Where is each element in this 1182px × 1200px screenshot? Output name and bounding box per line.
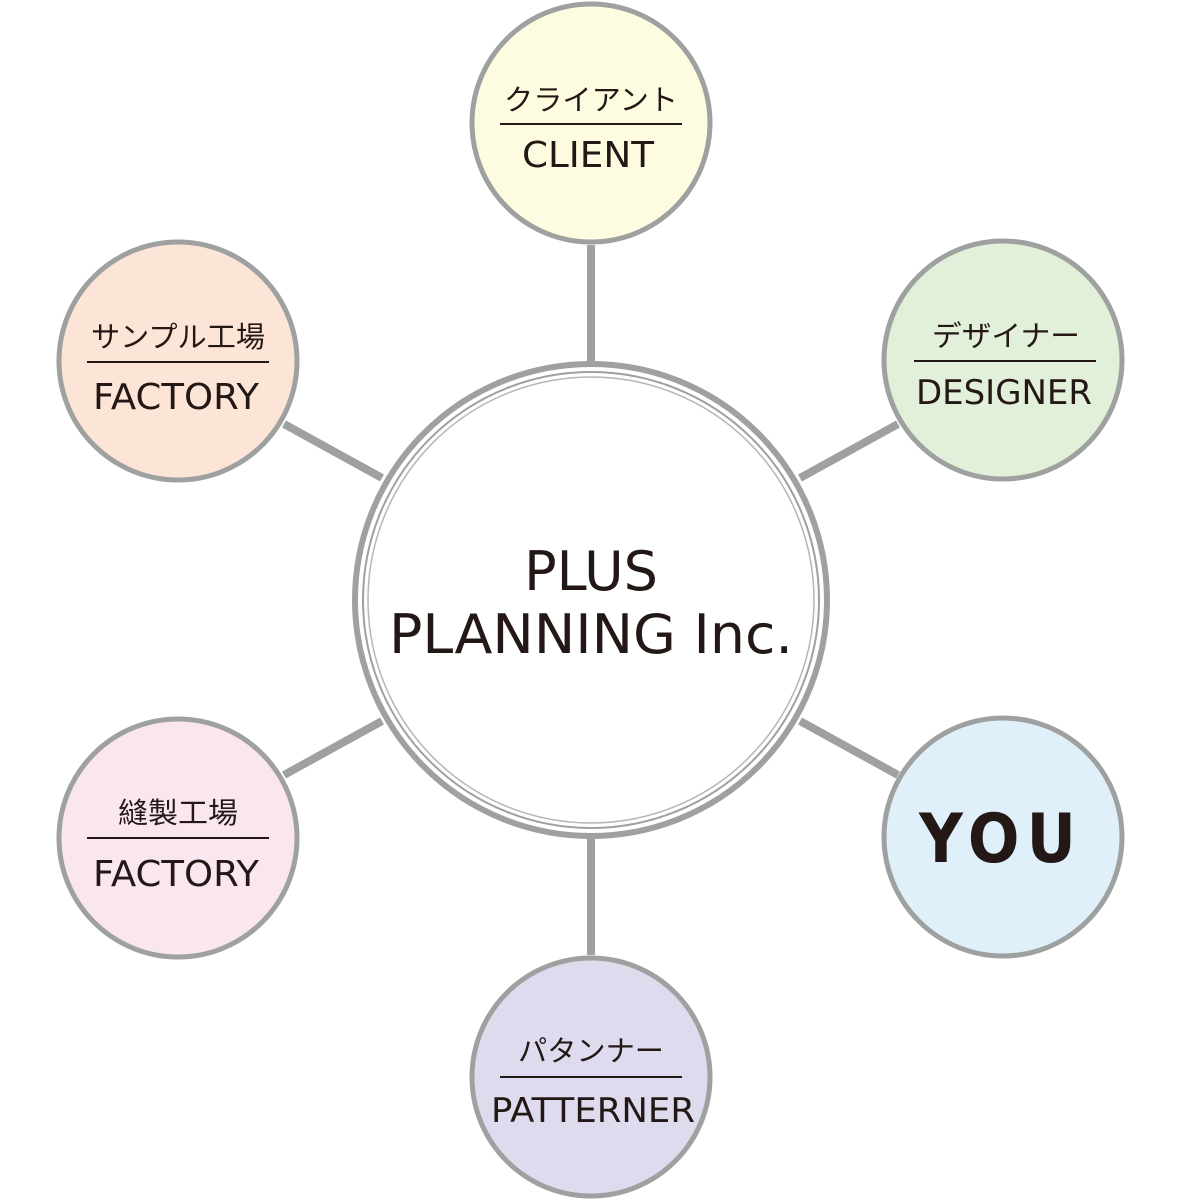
center-title-line1: PLUS [524,540,658,603]
node-sample-factory-label-en: FACTORY [93,377,260,418]
connector-you [798,717,900,779]
node-sewing-factory: 縫製工場 FACTORY [56,716,300,960]
connectors [282,245,900,955]
connector-sample-factory [282,420,384,482]
node-patterner-label-jp: パタンナー [518,1034,664,1068]
center-title-line2: PLANNING Inc. [389,603,793,666]
node-designer-label-en: DESIGNER [916,373,1092,413]
node-you: YOU [881,715,1125,959]
connector-designer [798,420,900,482]
node-client-label-en: CLIENT [522,135,655,176]
node-sample-factory-label-jp: サンプル工場 [91,320,265,354]
node-sample-factory: サンプル工場 FACTORY [56,239,300,483]
node-patterner-label-en: PATTERNER [491,1091,695,1131]
center-node: PLUS PLANNING Inc. [352,361,830,839]
node-designer: デザイナー DESIGNER [881,238,1125,482]
node-patterner: パタンナー PATTERNER [469,955,713,1199]
connector-sewing-factory [282,717,384,779]
node-client: クライアント CLIENT [469,1,713,245]
node-designer-label-jp: デザイナー [932,319,1080,353]
node-you-circle [881,715,1125,959]
center-inner-ring-1 [362,371,820,829]
center-inner-ring-2 [367,376,815,824]
node-sewing-factory-label-en: FACTORY [93,854,260,895]
node-client-label-jp: クライアント [504,83,678,117]
center-outer-ring [352,361,830,839]
node-sewing-factory-label-jp: 縫製工場 [118,796,238,830]
node-you-label: YOU [918,800,1083,879]
